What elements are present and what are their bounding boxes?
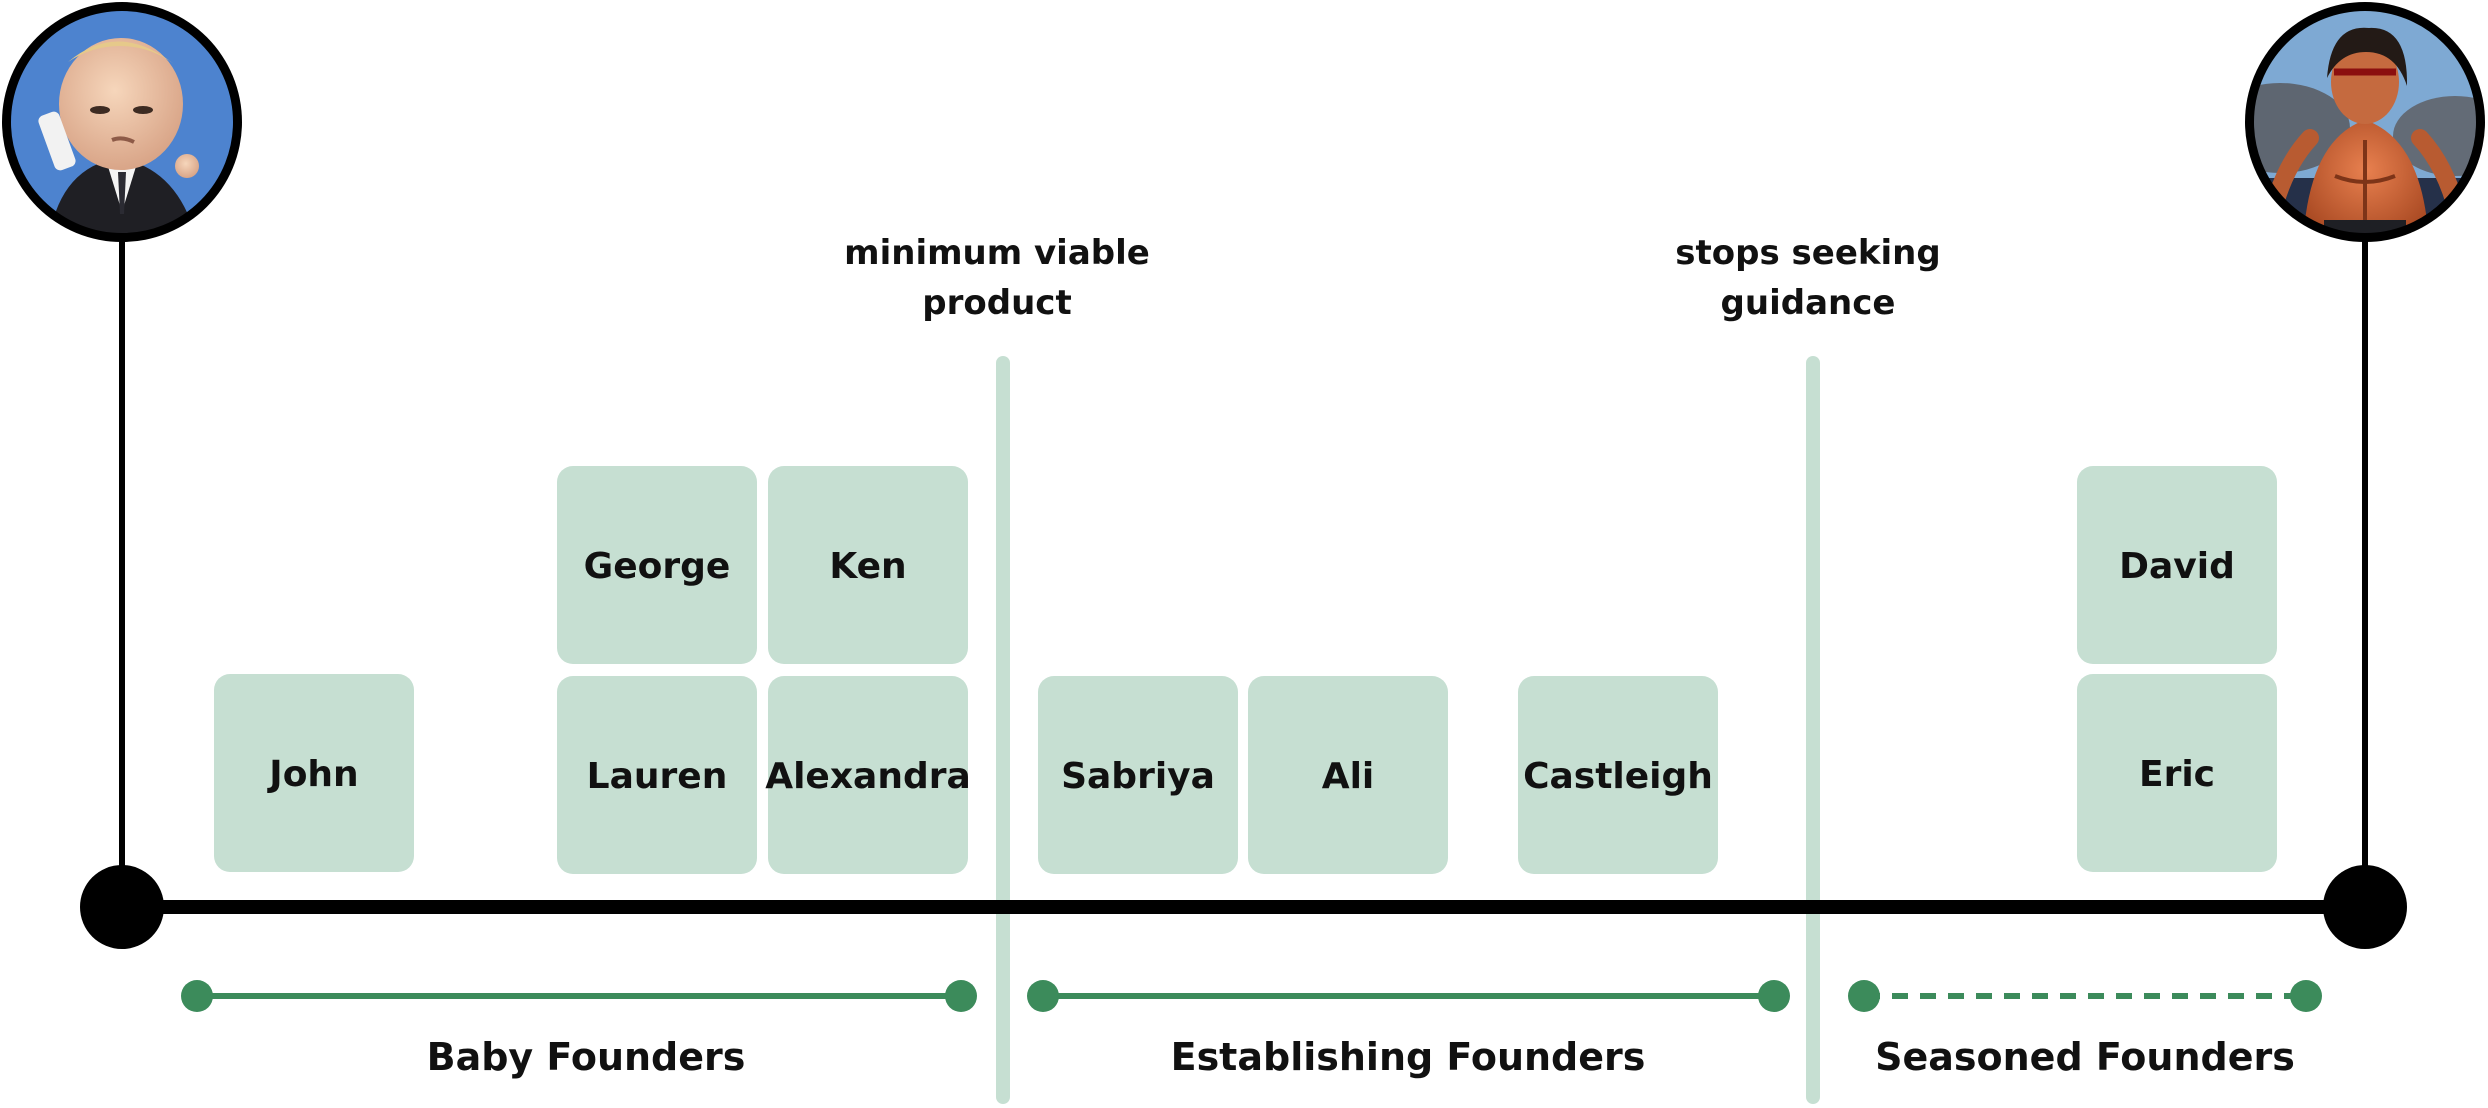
founder-name-eric: Eric <box>2139 754 2215 795</box>
founder-name-john: John <box>266 754 358 795</box>
founder-name-sabriya: Sabriya <box>1061 756 1215 797</box>
start-avatar <box>2 2 242 242</box>
timeline-end-dot <box>2323 865 2407 949</box>
founder-name-lauren: Lauren <box>587 756 728 797</box>
founder-card-john: John <box>214 674 414 872</box>
founder-name-alexandra: Alexandra <box>765 756 971 797</box>
founder-card-george: George <box>557 466 757 664</box>
founder-name-castleigh: Castleigh <box>1523 756 1713 797</box>
stage-label-baby: Baby Founders <box>427 1035 746 1079</box>
founder-name-ali: Ali <box>1322 756 1375 797</box>
stage-label-establishing: Establishing Founders <box>1171 1035 1646 1079</box>
founder-card-david: David <box>2077 466 2277 664</box>
guidance-divider <box>1806 356 1820 1104</box>
founder-card-castleigh: Castleigh <box>1518 676 1718 874</box>
milestone-mvp-line1: minimum viable <box>844 233 1150 273</box>
milestone-mvp-label: minimum viable product <box>844 233 1150 323</box>
mvp-divider <box>996 356 1010 1104</box>
stage-label-seasoned: Seasoned Founders <box>1875 1035 2295 1079</box>
milestone-mvp-line2: product <box>922 283 1071 323</box>
milestone-guidance-line2: guidance <box>1721 283 1896 323</box>
founder-card-alexandra: Alexandra <box>765 676 971 874</box>
milestone-guidance-label: stops seeking guidance <box>1675 233 1940 323</box>
milestone-guidance-line1: stops seeking <box>1675 233 1940 273</box>
timeline-start-dot <box>80 865 164 949</box>
founder-card-ken: Ken <box>768 466 968 664</box>
founder-name-george: George <box>584 546 731 587</box>
founder-card-sabriya: Sabriya <box>1038 676 1238 874</box>
founder-name-ken: Ken <box>829 546 906 587</box>
founder-name-david: David <box>2119 546 2235 587</box>
end-avatar <box>2245 2 2485 242</box>
stage-range-seasoned <box>1848 980 2322 1012</box>
stage-range-establishing <box>1027 980 1790 1012</box>
founder-card-lauren: Lauren <box>557 676 757 874</box>
founder-card-eric: Eric <box>2077 674 2277 872</box>
founder-card-ali: Ali <box>1248 676 1448 874</box>
stage-range-baby <box>181 980 977 1012</box>
